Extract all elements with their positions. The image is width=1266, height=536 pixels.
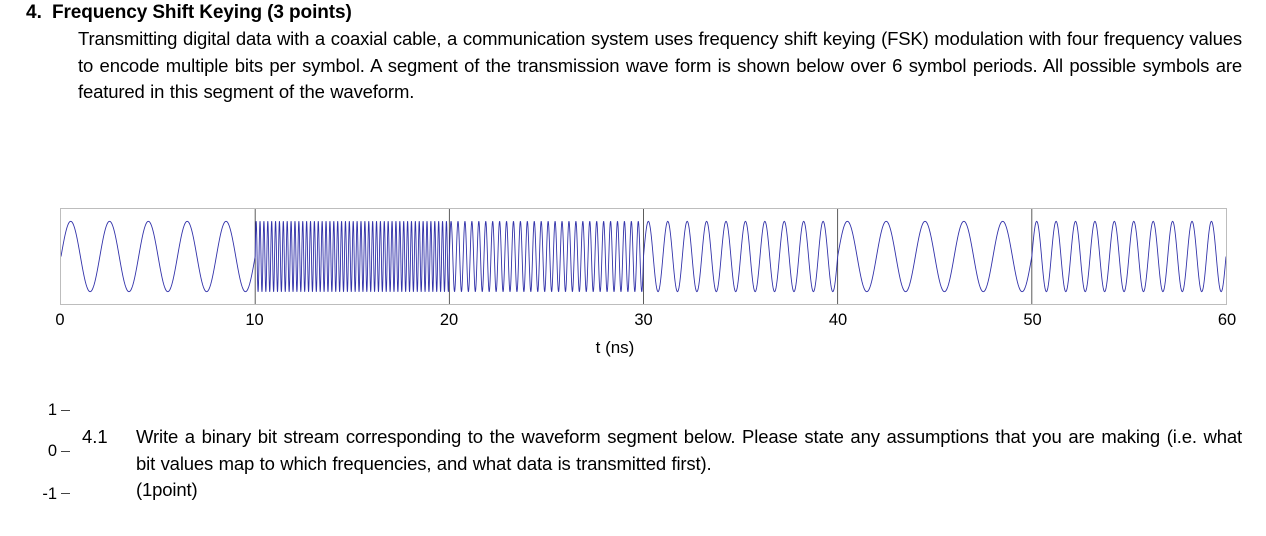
x-axis-title-wrap: t (ns) — [0, 338, 1266, 358]
y-axis-tick-mark-neg1 — [61, 493, 70, 494]
question-block: 4. Frequency Shift Keying (3 points) Tra… — [0, 0, 1266, 106]
question-body: Transmitting digital data with a coaxial… — [78, 28, 1242, 102]
x-tick-label-40: 40 — [828, 311, 848, 329]
y-tick-label-0: 0 — [47, 442, 57, 460]
question-number: 4. — [26, 2, 42, 23]
subquestion-block: 4.1 Write a binary bit stream correspond… — [0, 424, 1266, 504]
plot-frame — [60, 208, 1227, 305]
x-axis-title: t (ns) — [595, 338, 635, 357]
subquestion-row: 4.1 Write a binary bit stream correspond… — [0, 424, 1266, 477]
y-axis-tick-mark-1 — [61, 410, 70, 411]
fsk-waveform-path — [61, 221, 1226, 291]
subquestion-body: Write a binary bit stream corresponding … — [136, 426, 1242, 474]
y-axis-tick-mark-0 — [61, 451, 70, 452]
subquestion-points: (1point) — [136, 479, 198, 500]
fsk-waveform-figure: 1 0 -1 0 10 20 30 40 50 60 t (ns) — [0, 196, 1266, 502]
waveform-plot — [61, 209, 1226, 304]
x-tick-label-50: 50 — [1023, 311, 1042, 329]
y-tick-label-1: 1 — [47, 401, 57, 419]
x-tick-label-60: 60 — [1217, 311, 1237, 329]
question-heading-row: 4. Frequency Shift Keying (3 points) — [0, 0, 1266, 26]
question-title: Frequency Shift Keying (3 points) — [52, 2, 352, 23]
subquestion-number: 4.1 — [82, 426, 108, 447]
x-tick-label-20: 20 — [439, 311, 459, 329]
x-tick-label-10: 10 — [245, 311, 264, 329]
x-tick-label-30: 30 — [634, 311, 653, 329]
x-tick-label-0: 0 — [55, 311, 65, 329]
y-tick-label-neg1: -1 — [42, 485, 57, 503]
